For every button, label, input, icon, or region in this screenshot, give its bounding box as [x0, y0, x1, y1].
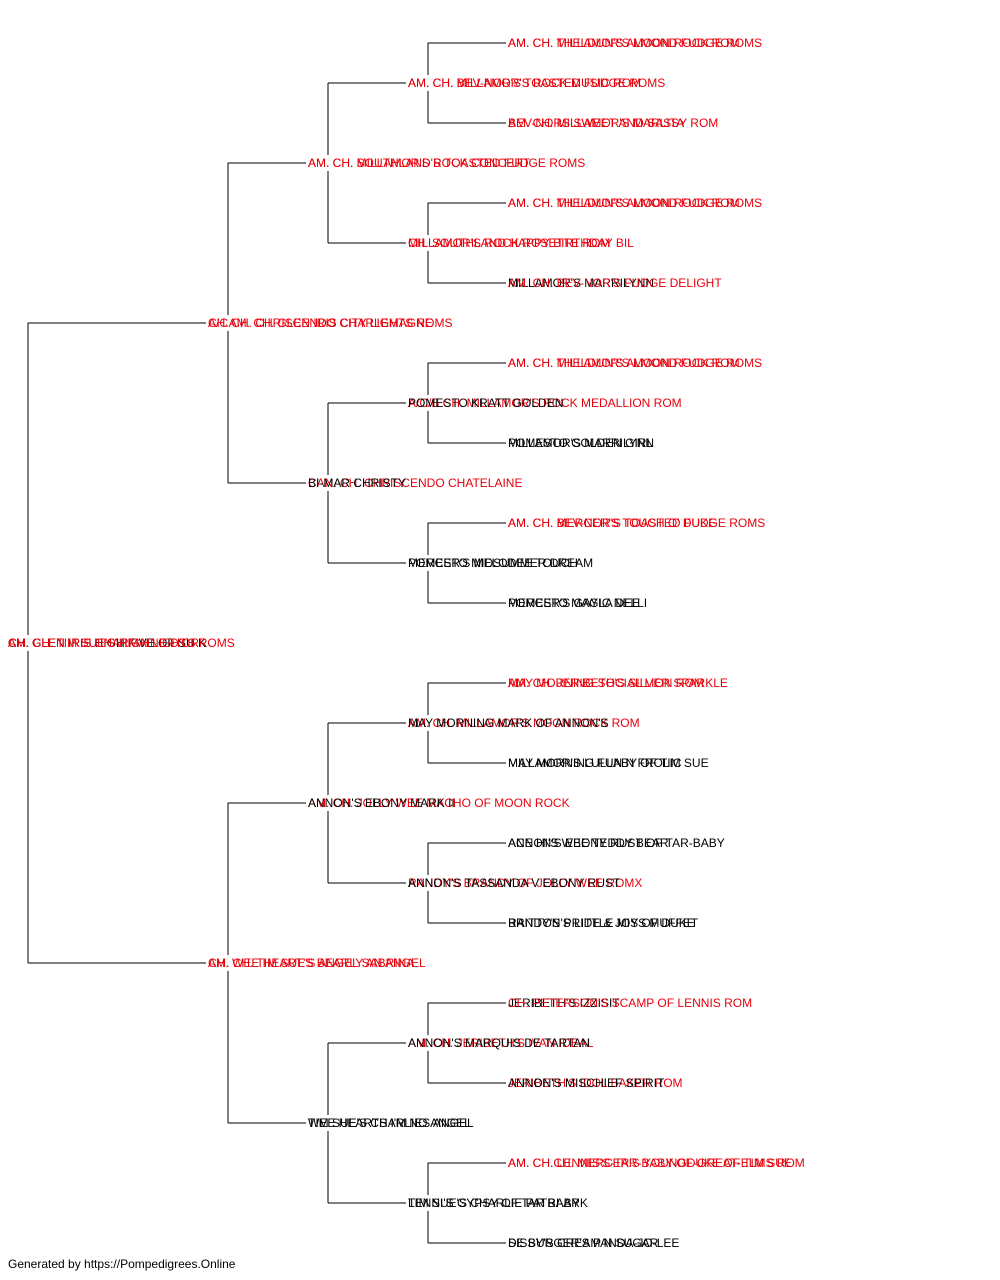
dog-name-gen2[interactable]: WEE HEARTS I'M NO ANGEL — [308, 1116, 471, 1130]
dog-name-gen3[interactable]: POMESTO KRATT GOLDEN — [408, 396, 564, 410]
dog-name-gen4[interactable]: MILLAMOR'S MARRILYNN — [508, 436, 655, 450]
dog-name-gen3[interactable]: AM. CH. BEV-NOR'S TOASTED FUDGE ROMS — [408, 76, 666, 90]
dog-name-gen3[interactable]: LENNI'S GYPSY OF TAR BABY — [408, 1196, 580, 1210]
dog-name-gen4[interactable]: MILLAMOR'S LULLABY OF TIM SUE — [508, 756, 709, 770]
dog-name-gen3[interactable]: MAY MORNING MARK OF ANNON'S — [408, 716, 609, 730]
dog-name-gen4[interactable]: MAY MORNING SOCIAL LION ROM — [508, 676, 704, 690]
dog-name-gen4[interactable]: CH. PETERSON'S SCAMP OF LENNIS ROM — [508, 996, 753, 1010]
dog-name-gen4[interactable]: POMESTO GOLDEN GIRL — [508, 436, 654, 450]
dog-name-gen4[interactable]: MILLAMOR'S MARRILYNN — [508, 276, 655, 290]
dog-name-gen0[interactable]: CH. GLEN IRIS HIGH FIVE OF SU K — [8, 636, 207, 650]
dog-name-gen4[interactable]: POMESTO MAGIC NELLI — [508, 596, 648, 610]
dog-name-gen4[interactable]: BEV-NORS SWEET AND SASSY ROM — [508, 116, 719, 130]
dog-name-gen4[interactable]: ANNON'S EBONY RUST OF TAR-BABY — [508, 836, 725, 850]
dog-name-gen4[interactable]: AM. CH. THELDUN'S ALMOND FUDGE ROMS — [508, 36, 763, 50]
dog-name-gen4[interactable]: SISSY'S CREAM N SUGAR — [508, 1236, 659, 1250]
dog-name-gen3[interactable]: AM. CH. MILLAMOR'S MOON ROCK ROM — [408, 716, 640, 730]
dog-name-gen3[interactable]: POMESTO MIDSUMMER DREAM — [408, 556, 594, 570]
dog-name-gen4[interactable]: MAY MORNING FUN N FROLIC — [508, 756, 682, 770]
dog-name-gen3[interactable]: AM. CH. MILLAMOR'S ROCK MUSIC ROM — [408, 76, 641, 90]
dog-name-gen2[interactable]: CAN. CH. CHRISCENDO CHATELAINE — [308, 476, 523, 490]
dog-name-gen3[interactable]: ANNON'S MARQUIS DE TARTAN — [408, 1036, 591, 1050]
dog-name-gen3[interactable]: TIM SUE'S CHARLIE PATRI-ARK — [408, 1196, 588, 1210]
dog-name-gen4[interactable]: AM. CH. BEV-NOR'S TOASTED FUDGE ROMS — [508, 516, 766, 530]
dog-name-gen4[interactable]: AM. CH. MILLAMOR'S MARLITA — [508, 116, 685, 130]
dog-name-gen0[interactable]: AM. CH. TIM SUE'S HIGH LIGHTS ROMS — [8, 636, 235, 650]
dog-name-gen0[interactable]: CH. GLEN IRIS CHARMAINE D'OR — [8, 636, 199, 650]
dog-name-gen1[interactable]: CH. WEE HEART'S BEARLY AN ANGEL — [208, 956, 426, 970]
dog-name-gen4[interactable]: AM. CH. JERIBETH'S SILVER SPARKLE — [508, 676, 728, 690]
dog-name-gen4[interactable]: AM. CH.CH. MERCER'S YOUNGDUKE OF TIM SUE — [508, 1156, 792, 1170]
dog-name-gen4[interactable]: AM. CH. MERCER'S TOUCH O' DUKE — [508, 516, 717, 530]
dog-name-gen4[interactable]: AM. CH. LENNIS'S-TAR-BABY-OF-GREAT-ELMS … — [508, 1156, 805, 1170]
dog-name-gen2[interactable]: BI-MAR CHRISTY — [308, 476, 407, 490]
dog-name-gen4[interactable]: JERIBETH'S IZZISIT — [508, 996, 620, 1010]
dog-name-gen3[interactable]: CH. SOUTHLAND HAPPY BIRTHDAY BIL — [408, 236, 634, 250]
dog-name-gen4[interactable]: BRITTON'S LITTLE MISS MUFFET — [508, 916, 699, 930]
dog-name-gen4[interactable]: ANNON'S MISCHIEF SPIRIT — [508, 1076, 665, 1090]
dog-name-gen4[interactable]: DE BURGER'S PANDA-JO-LEE — [508, 1236, 680, 1250]
dog-name-gen3[interactable]: AM. CH. JERIBETH'S IVAN IDEAL — [408, 1036, 594, 1050]
dog-name-gen4[interactable]: AM. CH. THELDUN'S ALMOND FUDGE ROMS — [508, 196, 763, 210]
dog-name-gen1[interactable]: A/C CH. CHRISCENDO CITY LIGHTS ROMS — [208, 316, 453, 330]
dog-name-gen4[interactable]: MERCER'S GAYLA DEE — [508, 596, 641, 610]
dog-name-gen2[interactable]: AM. CH. JOLLY WEE MACHO OF MOON ROCK — [308, 796, 570, 810]
dog-name-gen4[interactable]: AM. CH. BEV-NOR'S FUDGE DELIGHT — [508, 276, 722, 290]
dog-name-gen4[interactable]: RANDY'S PRIDE & JOY OF DUKE — [508, 916, 695, 930]
dog-name-gen3[interactable]: MILLAMOR'S ROCK ROSETTE ROM — [408, 236, 611, 250]
dog-name-gen3[interactable]: ANNON'S TASSANDA V EBONY RUST — [408, 876, 621, 890]
dog-name-gen4[interactable]: ACE HI'S WEE TEDDY BEAR — [508, 836, 669, 850]
dog-name-gen3[interactable]: A/C/B CH. MILLAMOR'S ROCK MEDALLION ROM — [408, 396, 682, 410]
dog-name-gen4[interactable]: AM. CH. MILLAMOR'S MOON ROCK ROM — [508, 36, 740, 50]
dog-name-gen1[interactable]: CH.AM. CH. GLEN IRIS CHARLEMAGNE — [208, 316, 433, 330]
dog-name-gen4[interactable]: AM. CH. MILLAMOR'S MOON ROCK ROM — [508, 196, 740, 210]
dog-name-gen4[interactable]: JERIBETH'S IDOL BAKER ROM — [508, 1076, 683, 1090]
dog-name-gen2[interactable]: AM. CH. SOUTHLAND'S TOASTED FUDGE ROMS — [308, 156, 586, 170]
dog-name-gen2[interactable]: AM. CH. MILLAMOR'S ROCK CONCERT — [308, 156, 531, 170]
dog-name-gen2[interactable]: TIM SUE'S CHARLIES ANGEL — [308, 1116, 474, 1130]
dog-name-gen3[interactable]: MERCER'S MELODEE TOUCH — [408, 556, 578, 570]
dog-name-gen4[interactable]: AM. CH. MILLAMOR'S MOON ROCK ROM — [508, 356, 740, 370]
dog-name-gen1[interactable]: AM. CH. TIM SUE'S ANGEL SABRINA — [208, 956, 415, 970]
dog-name-gen2[interactable]: ANNON'S EBONY MARK II — [308, 796, 455, 810]
dog-name-gen4[interactable]: AM. CH. THELDUN'S ALMOND FUDGE ROMS — [508, 356, 763, 370]
generated-by-footer: Generated by https://Pompedigrees.Online — [8, 1257, 236, 1271]
dog-name-gen3[interactable]: RANDY'S BRANDY OF JOLLY WEE ROMX — [408, 876, 643, 890]
